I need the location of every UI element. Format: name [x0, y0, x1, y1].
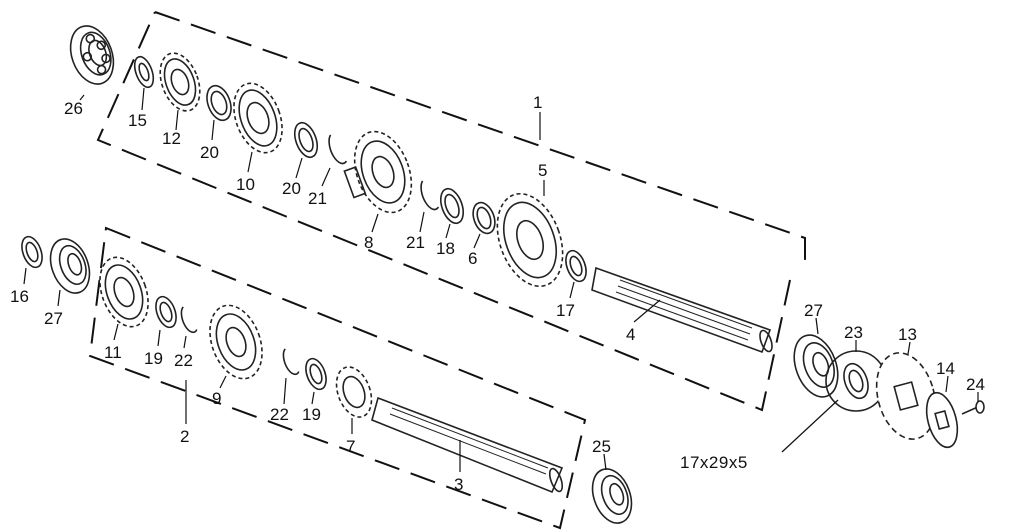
bush-6: [472, 201, 496, 235]
layshaft-3: [371, 396, 564, 494]
bearing-25: [591, 468, 633, 524]
gear-8: [343, 130, 413, 214]
seal-size-leader: [781, 399, 839, 453]
lock-plate-14: [925, 391, 959, 449]
circlip-20b: [293, 121, 319, 159]
sprocket-13: [875, 352, 937, 440]
circlip-19a: [155, 295, 177, 329]
label-26: 26: [64, 99, 83, 118]
gear-7: [335, 366, 373, 418]
label-5: 5: [538, 161, 547, 180]
label-22b: 22: [270, 405, 289, 424]
washer-16: [21, 235, 43, 269]
gear-5: [496, 192, 564, 288]
label-20b: 20: [282, 179, 301, 198]
label-13: 13: [898, 325, 917, 344]
label-2: 2: [180, 427, 189, 446]
label-14: 14: [936, 359, 955, 378]
label-22a: 22: [174, 351, 193, 370]
label-7: 7: [346, 437, 355, 456]
label-24: 24: [966, 375, 985, 394]
bearing-26: [69, 25, 115, 85]
circlip-19b: [305, 357, 327, 391]
circlip-21b: [420, 180, 440, 211]
label-20a: 20: [200, 143, 219, 162]
label-12: 12: [162, 129, 181, 148]
oil-seal-23: [825, 350, 887, 412]
gear-11: [99, 256, 149, 328]
gear-10: [233, 82, 283, 154]
label-3: 3: [454, 475, 463, 494]
mainshaft-4: [591, 266, 773, 354]
upper-assembly-bracket: [96, 11, 806, 412]
washer-17: [565, 249, 587, 283]
label-21b: 21: [406, 233, 425, 252]
gear-9: [209, 304, 263, 380]
bearing-27b: [793, 334, 839, 398]
label-16: 16: [10, 287, 29, 306]
label-4: 4: [626, 325, 635, 344]
gear-12: [159, 52, 201, 112]
label-21a: 21: [308, 189, 327, 208]
circlip-22b: [282, 348, 300, 376]
label-8: 8: [364, 233, 373, 252]
label-19a: 19: [144, 349, 163, 368]
bearing-27a: [49, 238, 91, 294]
label-1: 1: [533, 93, 542, 112]
circlip-22a: [180, 306, 198, 334]
label-9: 9: [212, 389, 221, 408]
seal-size-label: 17x29x5: [680, 453, 748, 472]
lower-assembly-bracket: [88, 226, 587, 530]
label-11: 11: [104, 343, 122, 362]
label-10: 10: [236, 175, 255, 194]
part-labels: 26 15 12 20 10 20 21 1 8 21 18 6 5 17 4 …: [10, 93, 985, 494]
washer-18: [439, 187, 465, 225]
label-23: 23: [844, 323, 863, 342]
label-27a: 27: [44, 309, 63, 328]
washer-15: [133, 55, 155, 89]
label-leaders: [23, 87, 979, 472]
label-19b: 19: [302, 405, 321, 424]
circlip-21a: [328, 134, 348, 165]
label-6: 6: [468, 249, 477, 268]
bolt-24: [961, 400, 985, 415]
label-27b: 27: [804, 301, 823, 320]
circlip-20a: [206, 84, 232, 122]
label-25: 25: [592, 437, 611, 456]
label-18: 18: [436, 239, 455, 258]
label-15: 15: [128, 111, 147, 130]
label-17: 17: [556, 301, 575, 320]
